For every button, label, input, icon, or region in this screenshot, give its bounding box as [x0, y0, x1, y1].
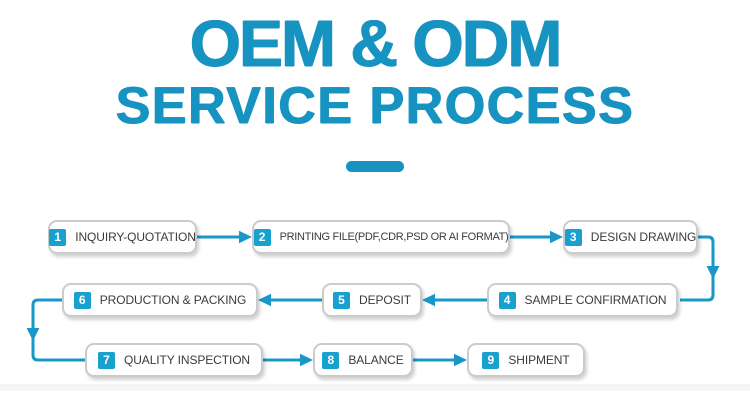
- step-box-inquiry-quotation: 1 INQUIRY-QUOTATION: [48, 220, 197, 254]
- page-title: OEM & ODM: [189, 6, 563, 80]
- page-subtitle: SERVICE PROCESS: [115, 77, 635, 135]
- arrow-head-right-icon: [454, 353, 467, 367]
- bottom-divider-band: [0, 384, 750, 391]
- step-number-badge: 4: [498, 291, 516, 309]
- arrow-head-down-icon: [26, 328, 40, 341]
- step-box-printing-file: 2 PRINTING FILE(PDF,CDR,PSD OR AI FORMAT…: [252, 220, 510, 254]
- step-label: DEPOSIT: [359, 293, 411, 307]
- arrow-step7-to-step8: [263, 353, 313, 367]
- step-label: PRODUCTION & PACKING: [99, 293, 247, 307]
- step-number-badge: 7: [97, 351, 115, 369]
- step-box-production-packing: 6 PRODUCTION & PACKING: [62, 283, 258, 317]
- step-label: QUALITY INSPECTION: [123, 353, 250, 367]
- arrow-step2-to-step3: [510, 230, 563, 244]
- step-box-design-drawing: 3 DESIGN DRAWING: [563, 220, 698, 254]
- step-box-shipment: 9 SHIPMENT: [467, 343, 585, 377]
- step-box-deposit: 5 DEPOSIT: [322, 283, 422, 317]
- step-number-badge: 8: [322, 351, 340, 369]
- arrow-step4-to-step5: [422, 293, 487, 307]
- arrow-head-right-icon: [550, 230, 563, 244]
- step-box-balance: 8 BALANCE: [313, 343, 413, 377]
- step-number-badge: 9: [482, 351, 500, 369]
- step-label: PRINTING FILE(PDF,CDR,PSD OR AI FORMAT): [279, 231, 509, 243]
- step-label: DESIGN DRAWING: [590, 230, 697, 244]
- arrow-step5-to-step6: [258, 293, 322, 307]
- step-number-badge: 3: [564, 228, 582, 246]
- arrow-head-right-icon: [239, 230, 252, 244]
- step-box-quality-inspection: 7 QUALITY INSPECTION: [85, 343, 263, 377]
- step-number-badge: 2: [253, 228, 271, 246]
- step-label: SHIPMENT: [508, 353, 570, 367]
- step-number-badge: 6: [73, 291, 91, 309]
- arrow-step1-to-step2: [197, 230, 252, 244]
- arrow-step3-to-step4-elbow: [680, 235, 720, 302]
- step-number-badge: 1: [49, 228, 67, 246]
- step-number-badge: 5: [333, 291, 350, 309]
- arrow-head-left-icon: [422, 293, 435, 307]
- step-label: INQUIRY-QUOTATION: [75, 230, 196, 244]
- step-box-sample-confirmation: 4 SAMPLE CONFIRMATION: [487, 283, 678, 317]
- arrow-head-left-icon: [258, 293, 271, 307]
- arrow-step6-to-step7-elbow: [26, 298, 85, 362]
- arrow-head-down-icon: [706, 266, 720, 279]
- arrow-head-right-icon: [300, 353, 313, 367]
- step-label: SAMPLE CONFIRMATION: [524, 293, 667, 307]
- title-underline-dash: [346, 161, 404, 172]
- arrow-step8-to-step9: [413, 353, 467, 367]
- step-label: BALANCE: [348, 353, 404, 367]
